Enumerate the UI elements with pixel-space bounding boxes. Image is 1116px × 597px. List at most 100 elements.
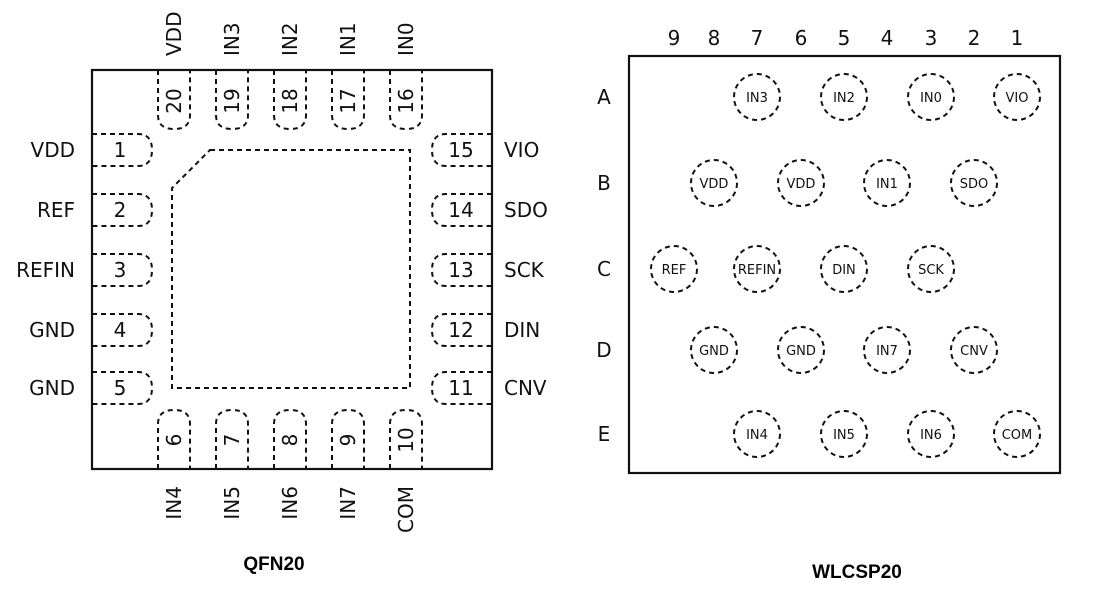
pin-number: 10 [394,427,418,452]
pin-number: 16 [394,88,418,113]
pin-number: 7 [220,434,244,447]
pin-name: REF [37,198,75,222]
ball-signal: REFIN [738,263,776,278]
ball-outline [863,326,911,374]
ball-outline [907,410,955,458]
ball-signal: GND [786,344,816,359]
pin-number: 3 [114,258,127,282]
ball-a5: IN2 [820,73,868,121]
column-label-1: 1 [1011,26,1024,50]
pin-number: 17 [336,88,360,113]
qfn-pin-vdd-1: 1 VDD [31,133,154,167]
pin-name: VDD [31,138,75,162]
ball-outline [733,73,781,121]
column-label-2: 2 [968,26,981,50]
ball-c7: REFIN [733,245,781,293]
ball-outline [907,245,955,293]
pin-name: COM [394,486,418,533]
ball-outline [650,245,698,293]
column-label-8: 8 [708,26,721,50]
qfn-pin-vio-15: 15 VIO [430,133,539,167]
ball-signal: IN6 [920,428,942,443]
ball-signal: SDO [960,177,989,192]
pin-name: IN4 [162,486,186,520]
ball-outline [993,73,1041,121]
ball-outline [863,159,911,207]
pin-name: IN7 [336,486,360,520]
ball-signal: IN2 [833,91,855,106]
pin-name: SDO [504,198,548,222]
pin-number: 15 [448,138,473,162]
pin-name: IN3 [220,22,244,56]
column-label-7: 7 [751,26,764,50]
ball-signal: VDD [787,177,816,192]
ball-c9: REF [650,245,698,293]
pin-name: VDD [162,12,186,56]
ball-signal: IN4 [746,428,768,443]
ball-outline [820,73,868,121]
ball-a7: IN3 [733,73,781,121]
pin-number: 2 [114,198,127,222]
ball-e1: COM [993,410,1041,458]
ball-a3: IN0 [907,73,955,121]
ball-b8: VDD [690,159,738,207]
column-label-9: 9 [668,26,681,50]
ball-outline [993,410,1041,458]
pin-name: GND [29,376,75,400]
pin-name: VIO [504,138,539,162]
ball-d8: GND [690,326,738,374]
row-label-e: E [598,422,611,446]
ball-outline [733,410,781,458]
qfn-pin-in0-16: 16 IN0 [389,22,423,131]
column-label-5: 5 [838,26,851,50]
qfn-caption: QFN20 [243,554,304,575]
ball-b6: VDD [777,159,825,207]
pin-number: 9 [336,434,360,447]
ball-outline [733,245,781,293]
pin-name: GND [29,318,75,342]
qfn-pin-ref-2: 2 REF [37,193,154,227]
row-label-c: C [597,257,611,281]
pin-number: 4 [114,318,127,342]
wlcsp-body-outline [627,54,1062,475]
ball-d2: CNV [950,326,998,374]
ball-d4: IN7 [863,326,911,374]
ball-outline [907,73,955,121]
pin-name: IN2 [278,22,302,56]
ball-signal: GND [699,344,729,359]
pin-number: 18 [278,88,302,113]
pin-number: 1 [114,138,127,162]
ball-signal: IN5 [833,428,855,443]
pin-name: CNV [504,376,547,400]
ball-e5: IN5 [820,410,868,458]
ball-outline [690,326,738,374]
pin-name: IN0 [394,22,418,56]
qfn-pin-gnd-4: 4 GND [29,313,154,347]
column-label-4: 4 [881,26,894,50]
ball-signal: IN7 [876,344,898,359]
pin-name: IN5 [220,486,244,520]
ball-signal: SCK [918,263,944,278]
ball-e3: IN6 [907,410,955,458]
column-label-6: 6 [795,26,808,50]
ball-c5: DIN [820,245,868,293]
ball-signal: IN1 [876,177,898,192]
pin-name: SCK [504,258,545,282]
ball-signal: IN3 [746,91,768,106]
